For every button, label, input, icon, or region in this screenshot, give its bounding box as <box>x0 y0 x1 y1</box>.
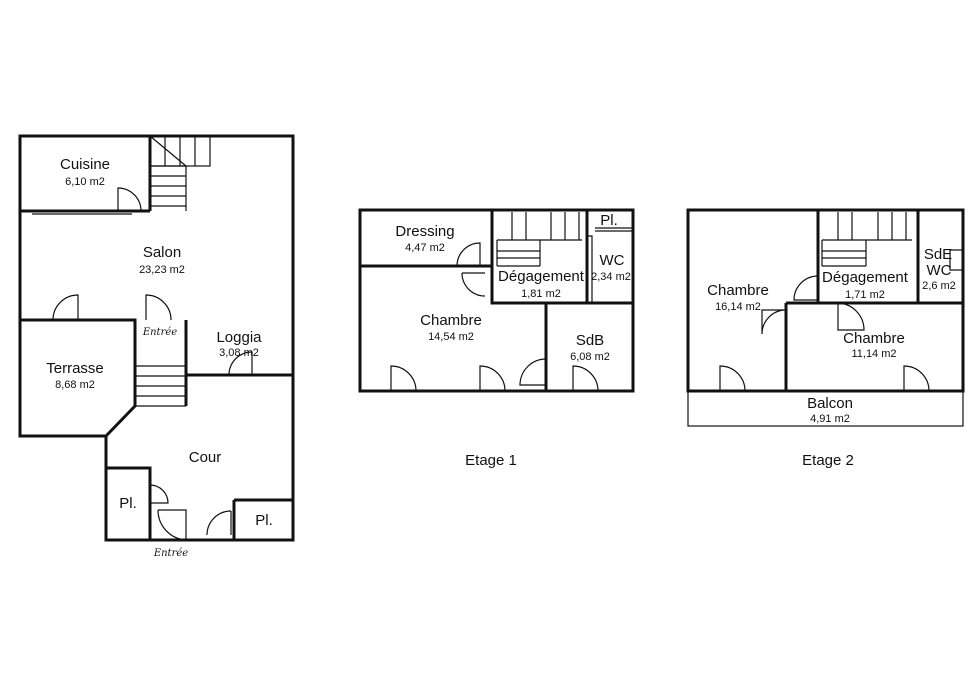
stairs-etage1 <box>496 212 582 267</box>
room-name: WC <box>927 262 952 279</box>
room-name: Pl. <box>255 512 273 529</box>
door-icon <box>461 272 486 297</box>
stairs-top <box>149 135 211 211</box>
etage1-doors <box>390 242 599 392</box>
door-icon <box>157 509 187 541</box>
door-icon <box>149 484 169 504</box>
room-area: 6,08 m2 <box>570 351 610 363</box>
room-name: Loggia <box>216 329 262 346</box>
entree-label: Entrée <box>142 327 177 338</box>
room-name: Balcon <box>807 395 853 412</box>
door-icon <box>793 275 819 301</box>
room-name: Pl. <box>600 212 618 229</box>
pl-right-wall <box>232 498 293 540</box>
room-area: 3,08 m2 <box>219 347 259 359</box>
door-icon <box>719 365 746 392</box>
room-area: 14,54 m2 <box>428 331 474 343</box>
room-name: Cuisine <box>60 156 110 173</box>
room-name: WC <box>600 252 625 269</box>
etage2-doors <box>719 275 930 392</box>
room-name: Dégagement <box>498 268 585 285</box>
sde-fixture <box>949 249 963 271</box>
etage1-outer-wall <box>358 208 635 393</box>
door-icon <box>456 242 481 267</box>
door-icon <box>390 365 417 392</box>
door-icon <box>52 294 79 321</box>
door-icon <box>761 309 787 335</box>
room-area: 1,71 m2 <box>845 289 885 301</box>
room-name: Pl. <box>119 495 137 512</box>
room-name: Dégagement <box>822 269 909 286</box>
room-area: 11,14 m2 <box>851 348 896 360</box>
pl-left-wall <box>106 466 152 540</box>
door-icon <box>519 358 547 386</box>
room-name: Cour <box>189 449 222 466</box>
door-icon <box>479 365 506 392</box>
room-name: Dressing <box>395 223 454 240</box>
door-icon <box>206 510 232 536</box>
door-icon <box>228 351 253 376</box>
rdc-doors <box>52 187 253 541</box>
room-area: 16,14 m2 <box>715 301 761 313</box>
room-area: 2,34 m2 <box>591 271 631 283</box>
door-icon <box>572 365 599 392</box>
pl-line <box>595 227 633 232</box>
room-name: Chambre <box>843 330 905 347</box>
room-name: SdB <box>576 332 604 349</box>
balcon-outline <box>687 390 964 427</box>
room-name: SdE <box>924 246 952 263</box>
floor-label: Etage 1 <box>465 452 517 469</box>
room-area: 4,91 m2 <box>810 413 850 425</box>
room-name: Salon <box>143 244 181 261</box>
room-name: Terrasse <box>46 360 104 377</box>
plan-etage2: Chambre 16,14 m2 Dégagement 1,71 m2 SdE … <box>686 208 965 469</box>
door-icon <box>145 294 172 321</box>
wc-partition <box>587 235 593 303</box>
room-area: 23,23 m2 <box>139 264 185 276</box>
plan-etage1: Dressing 4,47 m2 Pl. WC 2,34 m2 Dégageme… <box>358 208 635 469</box>
stairs-entree <box>135 365 186 397</box>
stairs-etage2 <box>821 212 912 267</box>
floor-label: Etage 2 <box>802 452 854 469</box>
room-area: 4,47 m2 <box>405 242 445 254</box>
cuisine-window <box>32 210 132 215</box>
door-icon <box>117 187 142 212</box>
door-icon <box>903 365 930 392</box>
terrasse-wall <box>20 318 137 438</box>
room-name: Chambre <box>707 282 769 299</box>
plan-rdc: Cuisine 6,10 m2 Salon 23,23 m2 Loggia 3,… <box>18 134 295 559</box>
room-name: Chambre <box>420 312 482 329</box>
room-area: 2,6 m2 <box>922 280 956 292</box>
door-icon <box>837 302 865 331</box>
entree-label: Entrée <box>153 548 188 559</box>
room-area: 1,81 m2 <box>521 288 561 300</box>
rdc-outer-wall <box>18 134 295 542</box>
room-area: 8,68 m2 <box>55 379 95 391</box>
room-area: 6,10 m2 <box>65 176 105 188</box>
